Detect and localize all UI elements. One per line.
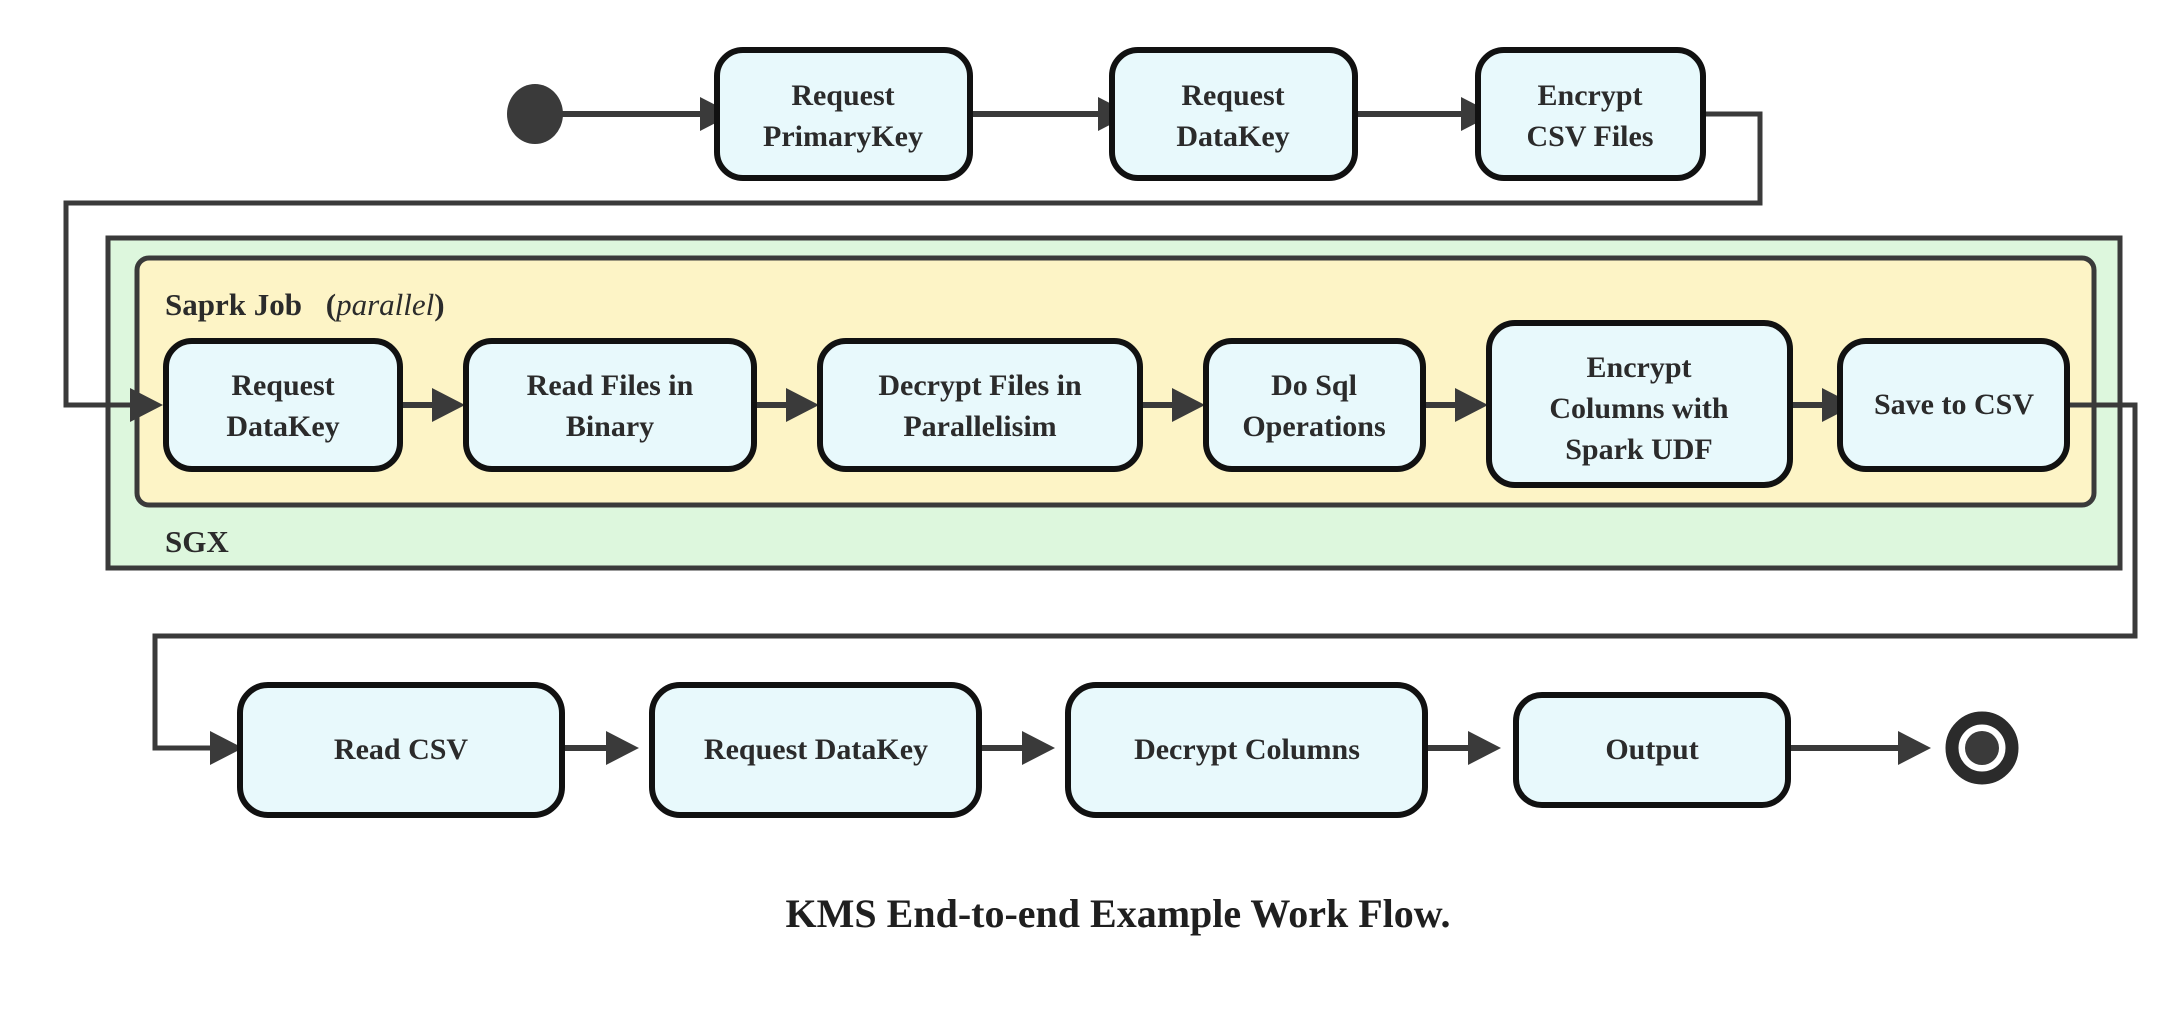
arrowhead-to-decrypt-files-in-parallelisim — [786, 388, 819, 422]
node-request-datakey-spark[interactable]: Request DataKey — [163, 338, 403, 472]
start-node-icon — [507, 84, 563, 144]
node-save-to-csv-shape[interactable] — [1837, 338, 2070, 472]
node-request-primarykey-line-1: Request — [791, 79, 894, 112]
node-request-datakey-top-shape[interactable] — [1109, 47, 1358, 181]
node-read-csv[interactable]: Read CSV — [237, 682, 565, 818]
node-do-sql-operations[interactable]: Do Sql Operations — [1203, 338, 1426, 472]
spark-job-note-word: parallel — [334, 287, 434, 322]
arrowhead-to-encrypt-columns-with-spark-udf — [1455, 388, 1488, 422]
arrowhead-to-output — [1468, 731, 1501, 765]
spark-job-group-label: Saprk Job (parallel) — [165, 287, 445, 322]
node-request-datakey-top-line-2: DataKey — [1176, 120, 1289, 153]
node-request-datakey-bottom-line-1: Request DataKey — [704, 733, 928, 766]
arrowhead-to-read-csv — [210, 731, 243, 765]
node-encrypt-csv-files-shape[interactable] — [1475, 47, 1706, 181]
node-save-to-csv-line-1: Save to CSV — [1874, 388, 2034, 421]
node-request-datakey-spark-line-1: Request — [231, 369, 334, 402]
node-encrypt-columns-with-spark-udf[interactable]: Encrypt Columns with Spark UDF — [1486, 320, 1793, 488]
node-decrypt-files-in-parallelisim-line-1: Decrypt Files in — [878, 369, 1082, 402]
end-node-dot-icon — [1965, 731, 1999, 765]
node-read-files-in-binary-line-1: Read Files in — [527, 369, 694, 402]
node-encrypt-columns-with-spark-udf-shape[interactable] — [1486, 320, 1793, 488]
node-read-csv-shape[interactable] — [237, 682, 565, 818]
node-output[interactable]: Output — [1513, 692, 1791, 808]
node-request-primarykey-line-2: PrimaryKey — [763, 120, 923, 153]
node-decrypt-columns-line-1: Decrypt Columns — [1134, 733, 1360, 766]
diagram-caption: KMS End-to-end Example Work Flow. — [786, 891, 1451, 936]
spark-job-note-close: ) — [434, 287, 444, 322]
node-read-csv-line-1: Read CSV — [334, 733, 469, 766]
node-request-datakey-spark-shape[interactable] — [163, 338, 403, 472]
node-request-datakey-top-line-1: Request — [1181, 79, 1284, 112]
node-encrypt-columns-with-spark-udf-line-1: Encrypt — [1587, 351, 1692, 384]
node-do-sql-operations-line-2: Operations — [1242, 410, 1385, 443]
node-request-datakey-top[interactable]: Request DataKey — [1109, 47, 1358, 181]
spark-job-note-open: ( — [326, 287, 336, 322]
node-encrypt-columns-with-spark-udf-line-3: Spark UDF — [1565, 433, 1713, 466]
node-output-line-1: Output — [1605, 733, 1698, 766]
node-decrypt-columns-shape[interactable] — [1065, 682, 1428, 818]
edge-encrypt-csv-to-spark-request-datakey — [63, 111, 1763, 408]
arrowhead-to-read-files-in-binary — [432, 388, 465, 422]
node-decrypt-files-in-parallelisim-line-2: Parallelisim — [903, 410, 1056, 443]
arrowhead-to-request-datakey-bottom — [606, 731, 639, 765]
node-read-files-in-binary-line-2: Binary — [566, 410, 654, 443]
node-encrypt-csv-files-line-1: Encrypt — [1538, 79, 1643, 112]
node-encrypt-csv-files-line-2: CSV Files — [1527, 120, 1654, 153]
spark-job-title: Saprk Job — [165, 287, 302, 322]
sgx-group-label: SGX — [165, 524, 229, 559]
node-encrypt-columns-with-spark-udf-line-2: Columns with — [1549, 392, 1729, 425]
node-request-primarykey-shape[interactable] — [714, 47, 973, 181]
node-encrypt-csv-files[interactable]: Encrypt CSV Files — [1475, 47, 1706, 181]
edge-save-to-csv-to-read-csv — [152, 402, 2138, 751]
node-request-datakey-spark-line-2: DataKey — [226, 410, 339, 443]
node-do-sql-operations-line-1: Do Sql — [1271, 369, 1357, 402]
node-request-primarykey[interactable]: Request PrimaryKey — [714, 47, 973, 181]
arrowhead-to-decrypt-columns — [1022, 731, 1055, 765]
arrowhead-to-spark-request-datakey — [130, 388, 163, 422]
node-decrypt-files-in-parallelisim[interactable]: Decrypt Files in Parallelisim — [817, 338, 1143, 472]
node-decrypt-files-in-parallelisim-shape[interactable] — [817, 338, 1143, 472]
arrowhead-to-end-node — [1898, 731, 1931, 765]
node-do-sql-operations-shape[interactable] — [1203, 338, 1426, 472]
arrowhead-to-do-sql-operations — [1172, 388, 1205, 422]
node-read-files-in-binary-shape[interactable] — [463, 338, 757, 472]
node-save-to-csv[interactable]: Save to CSV — [1837, 338, 2070, 472]
node-decrypt-columns[interactable]: Decrypt Columns — [1065, 682, 1428, 818]
node-request-datakey-bottom-shape[interactable] — [649, 682, 982, 818]
node-output-shape[interactable] — [1513, 692, 1791, 808]
node-request-datakey-bottom[interactable]: Request DataKey — [649, 682, 982, 818]
node-read-files-in-binary[interactable]: Read Files in Binary — [463, 338, 757, 472]
